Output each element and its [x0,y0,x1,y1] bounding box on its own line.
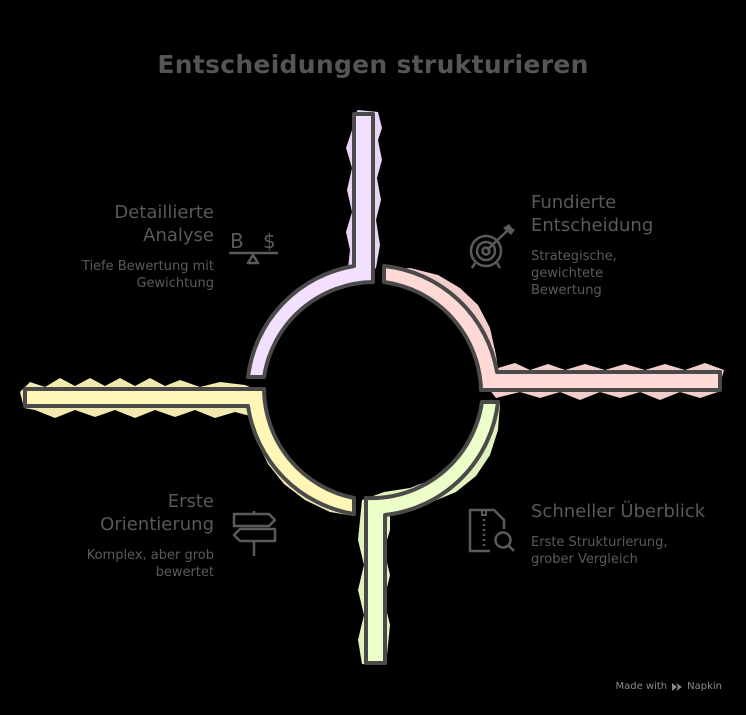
quadrant-top-right: Fundierte Entscheidung Strategische, gew… [531,191,731,299]
quadrant-bottom-left: Erste Orientierung Komplex, aber grob be… [14,490,214,581]
quadrant-heading: Erste Orientierung [100,491,214,535]
top-right-arm-shape [382,264,722,392]
made-with-napkin-footer: Made with Napkin [615,681,722,692]
napkin-logo-icon [672,682,683,691]
quadrant-heading: Fundierte Entscheidung [531,192,654,236]
quadrant-description: Tiefe Bewertung mit Gewichtung [81,259,214,291]
bottom-right-arm-shape [364,400,500,665]
quadrant-heading: Schneller Überblick [531,501,706,522]
quadrant-description: Erste Strukturierung, grober Vergleich [531,535,668,567]
bottom-left-arm-shape [23,387,356,516]
target-icon [469,224,515,269]
balance-scale-icon: B $ [229,229,278,265]
quadrant-top-left: Detaillierte Analyse Tiefe Bewertung mit… [14,201,214,292]
zip-file-search-icon [468,508,515,553]
signpost-icon [232,511,277,556]
quadrant-heading: Detaillierte Analyse [114,202,214,246]
top-left-arm-shape [246,112,375,379]
quadrant-description: Komplex, aber grob bewertet [86,548,214,580]
bottom-left-sketch-fill [20,378,356,516]
quadrant-description: Strategische, gewichtete Bewertung [531,249,617,298]
napkin-brand: Napkin [687,681,722,692]
diagram-title: Entscheidungen strukturieren [157,50,589,79]
svg-text:B: B [230,229,244,253]
made-with-label: Made with [615,681,668,692]
svg-text:$: $ [263,229,276,253]
top-right-sketch-fill [384,268,724,400]
quadrant-bottom-right: Schneller Überblick Erste Strukturierung… [531,500,741,568]
